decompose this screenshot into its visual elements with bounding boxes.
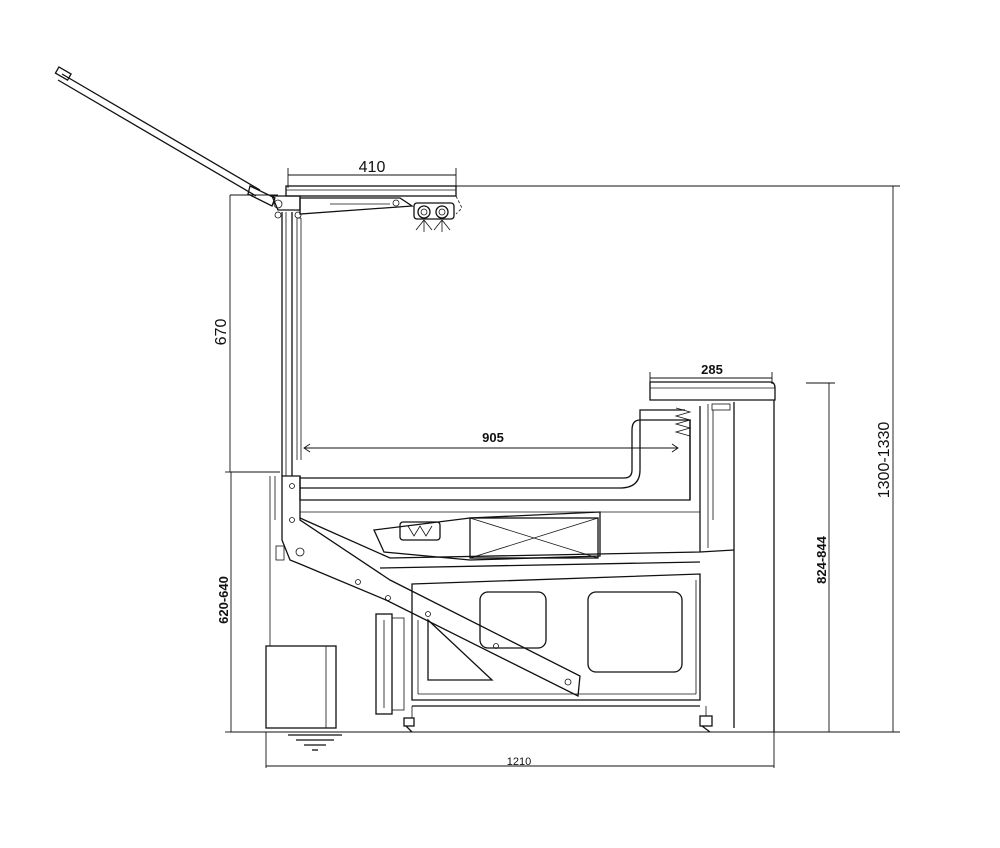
display-tub (299, 406, 701, 552)
rear-body (299, 400, 775, 732)
dimension-905: 905 (303, 430, 679, 453)
dim-label-620-640: 620-640 (216, 576, 231, 624)
front-panel (265, 613, 405, 729)
dimension-1300-1330: 1300-1330 (876, 185, 899, 733)
ground-symbol (288, 734, 342, 751)
dim-label-1300-1330: 1300-1330 (876, 422, 893, 499)
dimension-1210: 1210 (507, 756, 531, 768)
front-upright (281, 212, 302, 476)
feet (403, 706, 713, 733)
dimension-410: 410 (287, 159, 457, 188)
dimension-670: 670 (213, 319, 230, 346)
dim-label-905: 905 (482, 430, 504, 445)
dim-label-670: 670 (213, 319, 230, 346)
front-bracket (269, 475, 581, 698)
dim-label-1210: 1210 (507, 756, 531, 768)
lift-arm (54, 66, 276, 207)
top-canopy (271, 185, 457, 219)
evaporator-unit (373, 511, 601, 561)
dim-label-410: 410 (359, 159, 386, 176)
dim-label-285: 285 (701, 362, 723, 377)
dim-label-824-844: 824-844 (814, 535, 829, 583)
base-cabinet (411, 573, 701, 707)
dimension-frame (229, 185, 900, 768)
rear-coil (674, 407, 692, 437)
canopy-lamps (413, 195, 463, 232)
dimension-824-844: 824-844 (814, 382, 835, 733)
dimension-285: 285 (649, 362, 773, 384)
dimension-620-640: 620-640 (216, 471, 237, 733)
rear-top-shelf (649, 381, 776, 411)
